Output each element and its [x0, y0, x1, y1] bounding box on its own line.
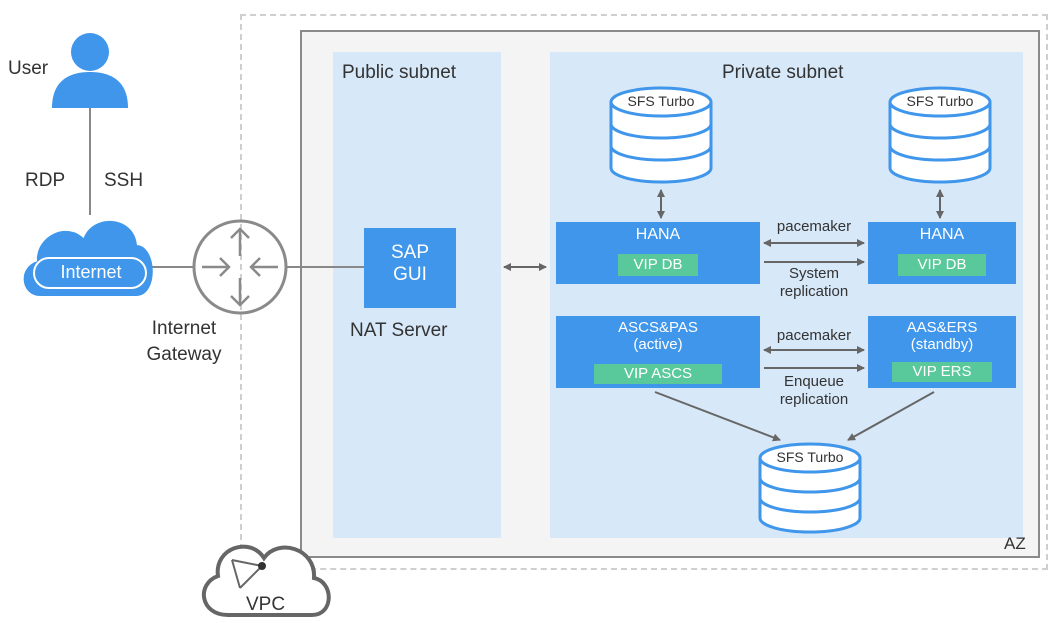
gateway-label-line1: Internet [151, 318, 217, 339]
sfs-bottom-icon [758, 442, 862, 534]
ascs-pas-box: ASCS&PAS (active) VIP ASCS [556, 316, 760, 388]
ascs-sfs-arrow [654, 391, 781, 442]
hana-right-title: HANA [919, 226, 965, 243]
aas-ers-line1: AAS&ERS [906, 319, 978, 336]
hana-left-vip: VIP DB [618, 254, 698, 276]
vpc-cloud-icon [201, 544, 331, 617]
sfs-top-right-icon [888, 86, 992, 184]
hana-pacemaker-label: pacemaker [776, 218, 852, 235]
aas-ers-line2: (standby) [910, 336, 974, 353]
user-label: User [8, 58, 49, 79]
hana-right-box: HANA VIP DB [868, 222, 1016, 284]
rdp-label: RDP [25, 170, 66, 191]
sfs-top-left-label: SFS Turbo [627, 93, 695, 109]
vpc-label: VPC [246, 594, 286, 615]
aas-ers-box: AAS&ERS (standby) VIP ERS [868, 316, 1016, 388]
gateway-label-line2: Gateway [146, 344, 222, 365]
internet-label: Internet [60, 262, 122, 282]
sfs-top-right-label: SFS Turbo [906, 93, 974, 109]
ers-vip: VIP ERS [892, 362, 992, 382]
ers-sfs-arrow [847, 391, 935, 441]
sap-gui-line1: SAP [390, 242, 430, 263]
sap-gui-line2: GUI [393, 264, 427, 285]
ssh-label: SSH [104, 170, 144, 191]
public-subnet-title: Public subnet [342, 62, 457, 83]
ascs-vip: VIP ASCS [594, 364, 722, 384]
private-subnet-title: Private subnet [722, 62, 844, 83]
ascs-replication-label2: replication [779, 391, 849, 408]
sfs-top-left-icon [609, 86, 713, 184]
sfs-bottom-label: SFS Turbo [776, 449, 844, 465]
ascs-replication-label1: Enqueue [783, 373, 845, 390]
user-icon [52, 33, 128, 108]
hana-left-box: HANA VIP DB [556, 222, 760, 284]
hana-replication-label1: System [788, 265, 839, 282]
ascs-pas-line1: ASCS&PAS [618, 319, 698, 336]
az-label: AZ [1004, 534, 1026, 553]
cloud-icon [23, 221, 153, 296]
router-icon [192, 219, 288, 315]
hana-left-title: HANA [635, 226, 681, 243]
hana-replication-label2: replication [779, 283, 849, 300]
nat-server-label: NAT Server [350, 320, 448, 341]
hana-right-vip: VIP DB [898, 254, 986, 276]
ascs-pas-line2: (active) [633, 336, 683, 353]
sap-gui-box: SAP GUI [364, 228, 456, 308]
ascs-pacemaker-label: pacemaker [776, 327, 852, 344]
